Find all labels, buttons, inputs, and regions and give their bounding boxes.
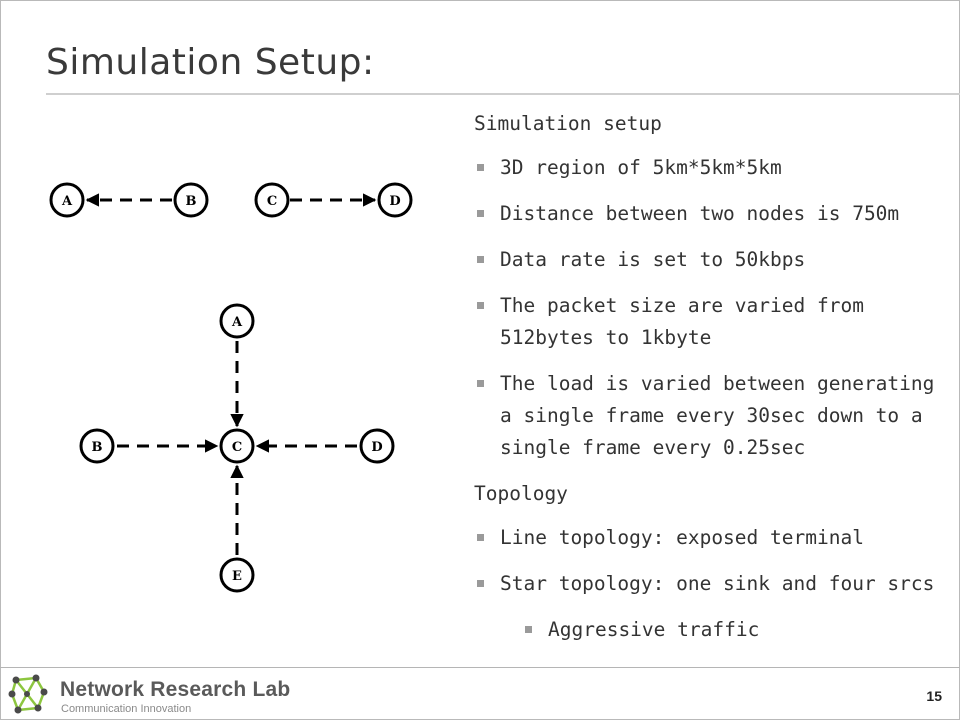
- line-node-a: A: [49, 182, 85, 218]
- bullet-distance: Distance between two nodes is 750m: [474, 198, 950, 230]
- line-node-d-label: D: [389, 194, 400, 209]
- line-node-c: C: [254, 182, 290, 218]
- star-node-d: D: [359, 428, 395, 464]
- footer-divider: [0, 667, 960, 668]
- bullet-data-rate: Data rate is set to 50kbps: [474, 244, 950, 276]
- bullet-aggressive-traffic: Aggressive traffic: [522, 614, 950, 646]
- lab-name: Network Research Lab: [60, 678, 291, 701]
- star-node-e-label: E: [232, 569, 242, 584]
- page-number: 15: [926, 688, 942, 704]
- line-node-b: B: [173, 182, 209, 218]
- bullet-star-topology: Star topology: one sink and four srcs: [474, 568, 950, 600]
- line-node-c-label: C: [267, 194, 277, 209]
- lab-tagline: Communication Innovation: [61, 703, 192, 715]
- line-topology: A B C D: [49, 182, 413, 218]
- network-logo-icon: [8, 674, 48, 714]
- star-node-a: A: [219, 303, 255, 339]
- bullet-region: 3D region of 5km*5km*5km: [474, 152, 950, 184]
- star-node-d-label: D: [371, 440, 382, 455]
- title-divider: [46, 93, 960, 95]
- slide-title: Simulation Setup:: [46, 42, 375, 83]
- star-node-e: E: [219, 557, 255, 593]
- star-node-c: C: [219, 428, 255, 464]
- line-node-a-label: A: [61, 194, 73, 209]
- star-node-a-label: A: [231, 315, 243, 330]
- line-node-d: D: [377, 182, 413, 218]
- star-node-c-label: C: [232, 440, 242, 455]
- bullet-load: The load is varied between generating a …: [474, 368, 950, 464]
- topology-diagram: A B C D A B C: [49, 182, 413, 593]
- section-heading-topology: Topology: [474, 482, 568, 505]
- star-node-b-label: B: [92, 440, 103, 455]
- star-node-b: B: [79, 428, 115, 464]
- star-topology: A B C D E: [79, 303, 395, 593]
- section-heading-setup: Simulation setup: [474, 112, 662, 135]
- content-text: Simulation setup 3D region of 5km*5km*5k…: [474, 108, 950, 660]
- bullet-line-topology: Line topology: exposed terminal: [474, 522, 950, 554]
- bullet-packet-size: The packet size are varied from 512bytes…: [474, 290, 950, 354]
- line-node-b-label: B: [186, 194, 197, 209]
